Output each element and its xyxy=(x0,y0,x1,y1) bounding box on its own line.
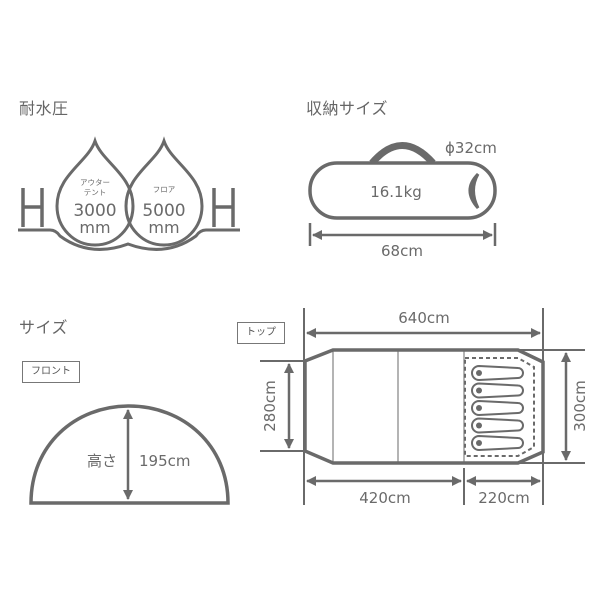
outer-tent-label-2: テント xyxy=(84,188,107,197)
bag-diameter: ϕ32cm xyxy=(445,139,497,157)
inner-length-label: 220cm xyxy=(478,489,530,507)
h-letter-right-icon xyxy=(212,188,235,227)
inner-tent-dashed-outline-icon xyxy=(464,357,535,457)
sleeping-bags xyxy=(471,364,524,452)
water-pressure-diagram xyxy=(18,136,240,251)
size-title: サイズ xyxy=(19,318,69,337)
tent-floor-outline-icon xyxy=(303,348,545,465)
front-width-label: 280cm xyxy=(261,380,279,432)
water-drop-floor-icon xyxy=(124,136,204,247)
front-view-diagram xyxy=(29,404,230,505)
sleeping-bag-icon xyxy=(471,399,524,417)
height-label: 高さ xyxy=(87,452,117,470)
floor-value: 5000 xyxy=(142,201,185,221)
sleeping-bag-icon xyxy=(471,417,524,434)
bag-length: 68cm xyxy=(381,242,423,260)
storage-size-title: 収納サイズ xyxy=(306,99,389,118)
tent-dome-outline-icon xyxy=(29,404,230,505)
bag-weight: 16.1kg xyxy=(370,183,422,201)
outer-tent-label-1: アウター xyxy=(80,178,110,187)
floor-label: フロア xyxy=(153,185,176,194)
bag-end-opening-icon xyxy=(468,172,480,209)
bag-handle-icon xyxy=(369,142,436,166)
front-view-tag: フロント xyxy=(22,361,80,383)
sleeping-bag-icon xyxy=(471,364,524,382)
water-drop-outer-tent-icon xyxy=(55,136,135,247)
sleeping-bag-icon xyxy=(471,434,524,452)
top-view-tag: トップ xyxy=(237,322,285,344)
bag-body-icon xyxy=(308,161,497,220)
top-view-diagram xyxy=(260,308,585,505)
height-value: 195cm xyxy=(139,452,191,470)
outer-tent-value: 3000 xyxy=(73,201,116,221)
floor-unit: mm xyxy=(148,218,179,237)
total-length-label: 640cm xyxy=(398,309,450,327)
rear-width-label: 300cm xyxy=(571,380,589,432)
sleeping-bag-icon xyxy=(471,382,524,399)
water-pressure-title: 耐水圧 xyxy=(19,99,69,118)
living-length-label: 420cm xyxy=(359,489,411,507)
h-letter-left-icon xyxy=(21,188,44,227)
outer-tent-unit: mm xyxy=(79,218,110,237)
ground-line-icon xyxy=(18,228,240,251)
storage-bag-diagram xyxy=(308,142,497,246)
